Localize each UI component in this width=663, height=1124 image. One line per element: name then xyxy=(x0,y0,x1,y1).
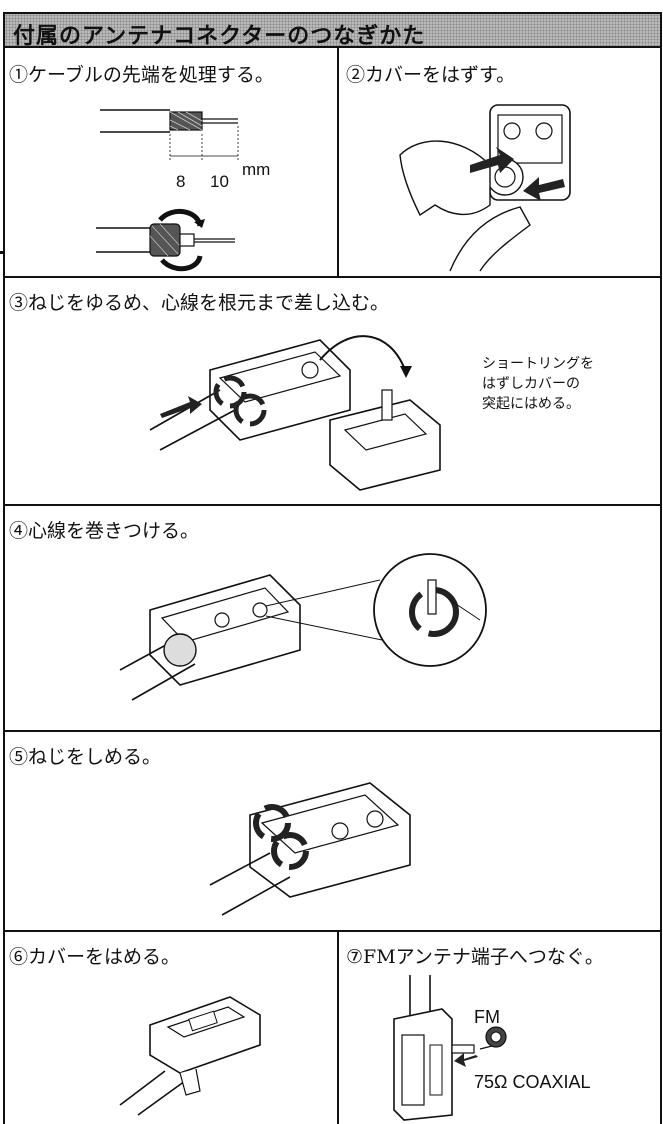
screw-tighten-icon xyxy=(209,782,411,916)
divider-row-4 xyxy=(3,930,662,932)
divider-row-1 xyxy=(3,276,662,278)
section-header: 付属のアンテナコネクターのつなぎかた xyxy=(3,12,662,49)
dimension-b: 10 xyxy=(210,172,229,191)
divider-row-2 xyxy=(3,504,662,506)
note-line-1: ショートリングを xyxy=(482,356,594,372)
margin-mark xyxy=(0,251,3,254)
cover-attach-icon xyxy=(119,996,261,1116)
step7-title: ⑦FMアンテナ端子へつなぐ。 xyxy=(346,946,604,968)
cover-remove-icon xyxy=(399,104,571,272)
wire-wind-icon xyxy=(119,553,487,701)
frame-right xyxy=(660,12,662,1124)
connector-insert-icon xyxy=(149,335,441,491)
fm-terminal-icon xyxy=(393,975,507,1121)
step1-title: ①ケーブルの先端を処理する。 xyxy=(9,64,274,86)
divider-col-2 xyxy=(337,930,339,1124)
dimension-unit: mm xyxy=(242,160,271,179)
coaxial-label: 75Ω COAXIAL xyxy=(474,1072,591,1092)
step4-title: ④心線を巻きつける。 xyxy=(9,520,200,542)
divider-row-3 xyxy=(3,730,662,732)
step6-title: ⑥カバーをはめる。 xyxy=(9,946,181,968)
dimension-a: 8 xyxy=(176,172,186,191)
cable-fold-shield-icon xyxy=(96,209,235,272)
cable-strip-icon xyxy=(100,109,239,160)
divider-col-1 xyxy=(337,48,339,276)
step5-title: ⑤ねじをしめる。 xyxy=(9,746,162,768)
step3-title: ③ねじをゆるめ、心線を根元まで差し込む。 xyxy=(9,292,390,314)
fm-label: FM xyxy=(474,1007,500,1027)
shorting-ring-note: ショートリングを はずしカバーの 突起にはめる。 xyxy=(482,354,594,414)
note-line-2: はずしカバーの xyxy=(482,376,580,392)
frame-left xyxy=(3,12,5,1124)
note-line-3: 突起にはめる。 xyxy=(482,396,580,412)
page-title: 付属のアンテナコネクターのつなぎかた xyxy=(13,24,426,49)
step2-title: ②カバーをはずす。 xyxy=(346,64,516,86)
